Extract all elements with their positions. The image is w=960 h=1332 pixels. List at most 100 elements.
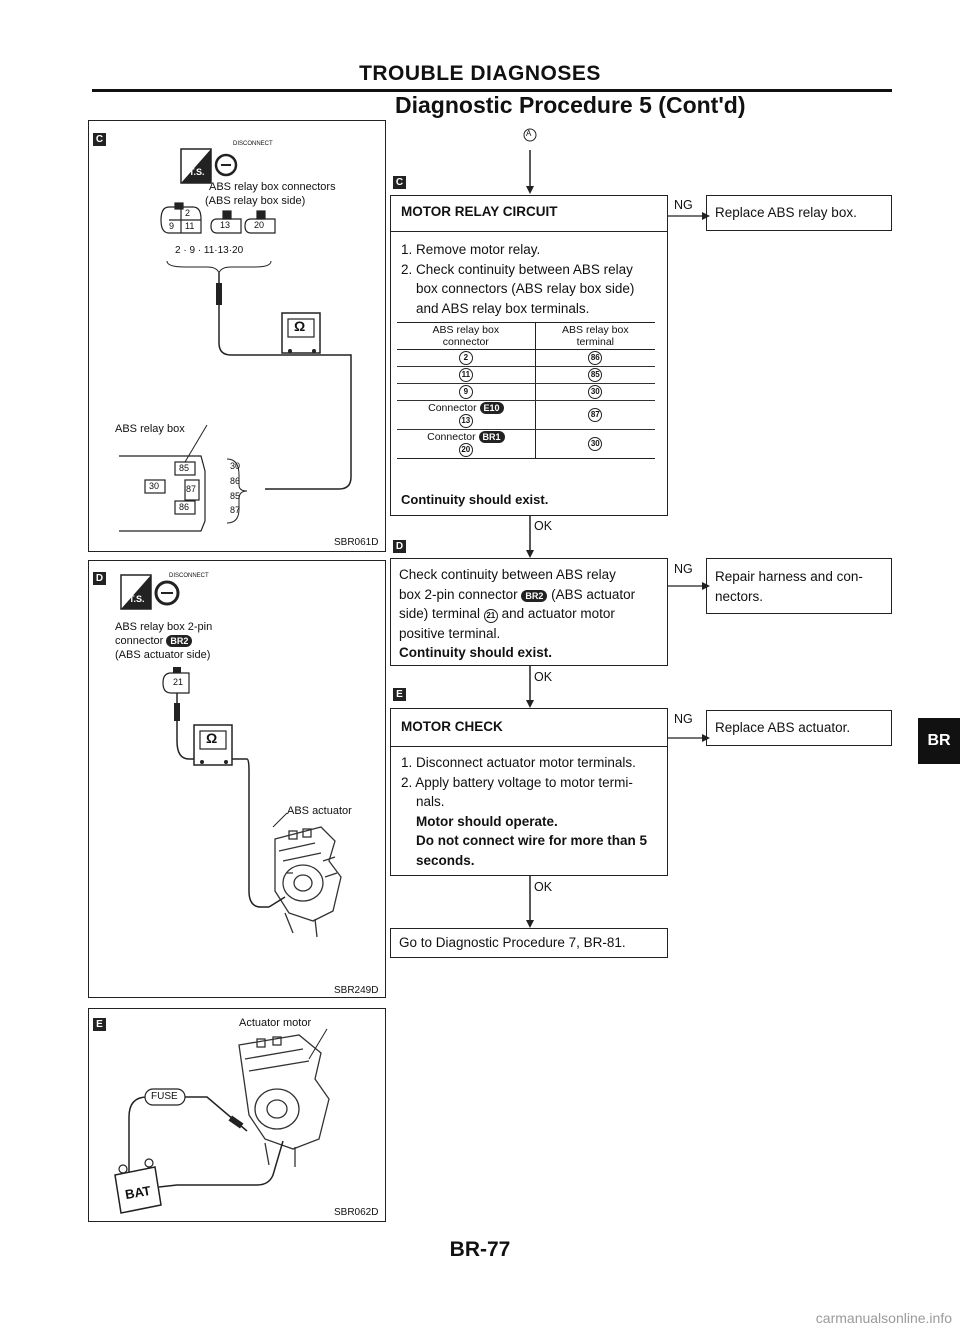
section-tab-br: BR bbox=[918, 718, 960, 764]
ohm-icon: Ω bbox=[294, 318, 306, 334]
step-c-tag: C bbox=[393, 176, 406, 189]
disconnect-label: DISCONNECT bbox=[233, 141, 273, 147]
step-d-ng-action: Repair harness and con- nectors. bbox=[706, 558, 892, 614]
pin-13: 13 bbox=[220, 220, 231, 230]
figure-e-diagram bbox=[114, 1028, 330, 1214]
figure-d-caption-1: ABS relay box 2-pin bbox=[115, 621, 213, 633]
figure-d-caption-2: connector BR2 bbox=[115, 635, 193, 647]
watermark: carmanualsonline.info bbox=[815, 1310, 952, 1326]
relay-terminal-87: 87 bbox=[186, 484, 197, 494]
figure-c-code: SBR061D bbox=[334, 537, 379, 548]
step-c-motor-relay-circuit: MOTOR RELAY CIRCUIT 1. Remove motor rela… bbox=[390, 195, 668, 516]
step-c-instructions: 1. Remove motor relay. 2. Check continui… bbox=[401, 240, 665, 318]
step-d-line-1: Check continuity between ABS relay bbox=[399, 567, 616, 582]
table-row: 11 85 bbox=[397, 366, 655, 384]
step-c-result: Continuity should exist. bbox=[401, 492, 549, 507]
repair-harness-text: Repair harness and con- nectors. bbox=[715, 569, 863, 604]
step-e-bold-1: Motor should operate. bbox=[416, 813, 558, 829]
figure-d-diagram bbox=[120, 574, 342, 938]
step-e-motor-check: MOTOR CHECK 1. Disconnect actuator motor… bbox=[390, 708, 668, 876]
pin-9: 9 bbox=[169, 221, 175, 231]
abs-actuator-drawing bbox=[274, 826, 342, 938]
relay-terminal-30: 30 bbox=[149, 481, 160, 491]
figure-e-actuator-motor: E Actuator motor FUSE BAT SBR062D bbox=[88, 1008, 386, 1222]
figure-d-actuator-connector: D DISCONNECT T.S. ABS re bbox=[88, 560, 386, 998]
step-d-instructions: Check continuity between ABS relay box 2… bbox=[399, 565, 665, 663]
connector-badge: BR2 bbox=[166, 635, 193, 647]
relay-box-label: ABS relay box bbox=[115, 423, 185, 435]
figure-d-tag: D bbox=[93, 572, 106, 585]
step-d-line-3: side) terminal 21 and actuator motor bbox=[399, 606, 615, 623]
replace-abs-actuator-text: Replace ABS actuator. bbox=[715, 720, 851, 735]
disconnect-icon bbox=[120, 574, 180, 610]
step-c-header: MOTOR RELAY CIRCUIT bbox=[391, 196, 667, 232]
step-e-instructions: 1. Disconnect actuator motor terminals. … bbox=[401, 753, 665, 870]
ts-label: T.S. bbox=[129, 594, 145, 604]
abs-actuator-label: ABS actuator bbox=[287, 805, 352, 817]
pin-21: 21 bbox=[173, 677, 184, 687]
table-row: 9 30 bbox=[397, 383, 655, 401]
step-e-ng-label: NG bbox=[674, 712, 693, 726]
step-d-line-4: positive terminal. bbox=[399, 625, 501, 641]
final-step-box: Go to Diagnostic Procedure 7, BR-81. bbox=[390, 928, 668, 958]
right-terminal-30: 30 bbox=[230, 461, 241, 471]
step-d-result: Continuity should exist. bbox=[399, 645, 553, 660]
final-step-text: Go to Diagnostic Procedure 7, BR-81. bbox=[399, 935, 626, 950]
pin-20: 20 bbox=[254, 220, 265, 230]
step-c-line-2: 2. Check continuity between ABS relay bbox=[401, 261, 633, 277]
fuse-label: FUSE bbox=[151, 1091, 178, 1102]
ts-label: T.S. bbox=[189, 167, 205, 177]
pin-list: 2 · 9 · 11·13·20 bbox=[175, 245, 244, 256]
step-c-line-4: and ABS relay box terminals. bbox=[416, 300, 590, 316]
disconnect-icon bbox=[180, 148, 238, 184]
step-e-line-3: nals. bbox=[416, 794, 445, 809]
step-d-ng-label: NG bbox=[674, 562, 693, 576]
step-d-line-2: box 2-pin connector BR2 (ABS actuator bbox=[399, 586, 636, 602]
figure-d-caption-3: (ABS actuator side) bbox=[115, 649, 211, 661]
figure-e-tag: E bbox=[93, 1018, 106, 1031]
figure-c-tag: C bbox=[93, 133, 106, 146]
step-d-ok-label: OK bbox=[534, 670, 553, 684]
page-number: BR-77 bbox=[449, 1238, 511, 1261]
figure-c-relay-box-connectors: C bbox=[88, 120, 386, 552]
page-subtitle: Diagnostic Procedure 5 (Cont'd) bbox=[395, 92, 746, 118]
disconnect-label: DISCONNECT bbox=[169, 573, 209, 579]
step-c-line-1: 1. Remove motor relay. bbox=[401, 242, 541, 257]
step-e-bold-2: Do not connect wire for more than 5 bbox=[416, 833, 648, 848]
step-e-tag: E bbox=[393, 688, 406, 701]
relay-terminal-85: 85 bbox=[179, 463, 190, 473]
figure-c-caption-2: (ABS relay box side) bbox=[205, 195, 306, 207]
right-terminal-86: 86 bbox=[230, 476, 241, 486]
right-terminal-87: 87 bbox=[230, 505, 241, 515]
replace-abs-relay-box-text: Replace ABS relay box. bbox=[715, 205, 857, 220]
page-title: TROUBLE DIAGNOSES bbox=[359, 62, 601, 85]
pin-11: 11 bbox=[185, 221, 195, 231]
step-c-title: MOTOR RELAY CIRCUIT bbox=[401, 204, 558, 219]
step-e-title: MOTOR CHECK bbox=[401, 719, 503, 734]
step-e-ok-label: OK bbox=[534, 880, 553, 894]
header-rule bbox=[92, 89, 892, 92]
pin-2: 2 bbox=[185, 208, 191, 218]
step-c-ng-action: Replace ABS relay box. bbox=[706, 195, 892, 231]
figure-c-caption-1: ABS relay box connectors bbox=[209, 181, 336, 193]
ohm-icon: Ω bbox=[206, 730, 218, 746]
step-c-ok-label: OK bbox=[534, 519, 553, 533]
step-c-line-3: box connectors (ABS relay box side) bbox=[416, 281, 635, 296]
actuator-motor-drawing bbox=[238, 1034, 330, 1167]
step-e-line-2: 2. Apply battery voltage to motor termi- bbox=[401, 774, 633, 790]
figure-c-diagram bbox=[119, 148, 352, 532]
table-row: 2 86 bbox=[397, 349, 655, 367]
start-marker: A bbox=[526, 129, 532, 138]
connector-icon bbox=[160, 202, 276, 234]
right-terminal-85: 85 bbox=[230, 491, 241, 501]
step-d-tag: D bbox=[393, 540, 406, 553]
step-e-header: MOTOR CHECK bbox=[391, 709, 667, 747]
step-c-ng-label: NG bbox=[674, 198, 693, 212]
step-d-harness-continuity: Check continuity between ABS relay box 2… bbox=[390, 558, 668, 666]
step-e-line-1: 1. Disconnect actuator motor terminals. bbox=[401, 755, 636, 770]
relay-terminal-86: 86 bbox=[179, 502, 190, 512]
